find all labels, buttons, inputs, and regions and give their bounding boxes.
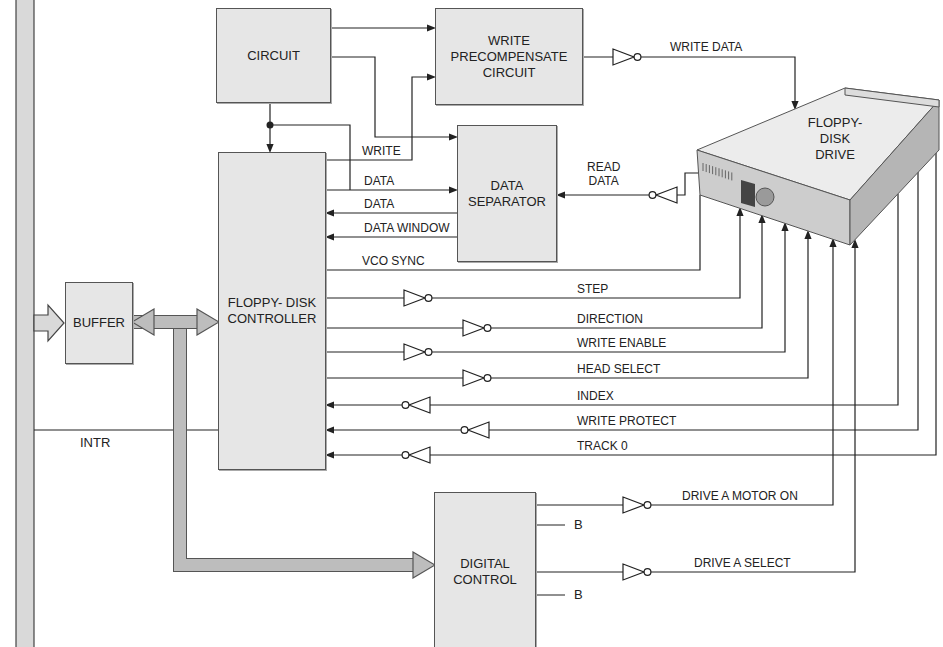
block-box: DATA SEPARATOR [457,125,557,262]
block-box: BUFFER [65,282,133,364]
drive-side [850,100,939,245]
junction-dot [267,122,274,129]
signal-name: READ DATA [585,160,622,188]
inverter [649,187,677,203]
inverter [402,447,430,463]
drive-b-wire [536,525,565,595]
inverter [613,49,641,65]
block-label: BUFFER [73,315,125,331]
wire [331,27,427,28]
signal-line [326,239,808,378]
signal-line [326,190,449,191]
wire [536,247,833,505]
connector-pin [722,169,723,177]
block-label: DATA SEPARATOR [468,178,546,210]
connector-pin [709,165,710,173]
inverter [463,370,491,386]
block-box: FLOPPY- DISK CONTROLLER [218,152,326,470]
inverter [404,344,432,360]
signal-name: DRIVE A SELECT [692,556,793,570]
connector-pin [728,171,729,179]
connector-pin [712,166,713,174]
signal-name: WRITE DATA [668,40,744,54]
block-box: WRITE PRECOMPENSATE CIRCUIT [435,8,583,105]
signal-line [334,237,457,238]
signal-name: DATA WINDOW [362,221,452,235]
block-label: DIGITAL CONTROL [453,556,517,588]
signal-line [331,57,449,137]
bus-arrow [34,305,64,341]
wire [326,77,427,160]
signal-name: DATA [362,174,396,188]
connector-pin [706,164,707,172]
block-label: CIRCUIT [247,48,300,64]
block-box: CIRCUIT [216,8,331,103]
signal-name: INDEX [575,389,616,403]
signal-name: DIRECTION [575,312,645,326]
inverter [623,564,651,580]
signal-name: WRITE [360,144,403,158]
signal-name: B [572,587,585,602]
floppy-drive: FLOPPY- DISK DRIVE [693,85,943,250]
inverter [461,422,489,438]
inverter [623,497,651,513]
block-label: FLOPPY- DISK CONTROLLER [228,295,317,327]
data-bus [154,322,197,323]
signal-name: HEAD SELECT [575,362,662,376]
drive-lid [845,88,939,107]
wire [331,57,449,137]
drive-hub [756,188,774,206]
block-label: WRITE PRECOMPENSATE CIRCUIT [451,33,568,81]
signal-name: TRACK 0 [575,439,630,453]
signal-name: B [572,517,585,532]
signal-name: STEP [575,282,610,296]
signal-line [536,247,833,505]
connector-pin [715,167,716,175]
wire [326,189,449,190]
bus-body [154,316,197,328]
block-label: FLOPPY- DISK DRIVE [808,115,862,163]
connector-pin [725,170,726,178]
signal-name: WRITE PROTECT [575,414,678,428]
signal-name: DRIVE A MOTOR ON [680,489,800,503]
signal-line [331,28,427,29]
signal-line [326,77,427,160]
wire [536,248,855,572]
block-box: DIGITAL CONTROL [434,492,536,647]
drive-slot [741,180,755,207]
wire [326,239,808,378]
signal-name: INTR [78,435,112,450]
signal-line [536,248,855,572]
inverter [463,320,491,336]
connector-pin [731,172,732,180]
inverter [404,290,432,306]
signal-name: VCO SYNC [360,254,427,268]
signal-line [334,213,457,214]
drive-front [697,150,850,245]
drive-outline [693,85,943,250]
signal-name: WRITE ENABLE [575,336,668,350]
bus-outline [154,315,197,329]
inverter [402,397,430,413]
connector-pin [719,168,720,176]
signal-name: DATA [362,197,396,211]
wire [334,212,457,213]
system-bus [16,0,34,647]
connector-pin [703,163,704,171]
wire [334,236,457,237]
intr-wire [34,429,218,430]
